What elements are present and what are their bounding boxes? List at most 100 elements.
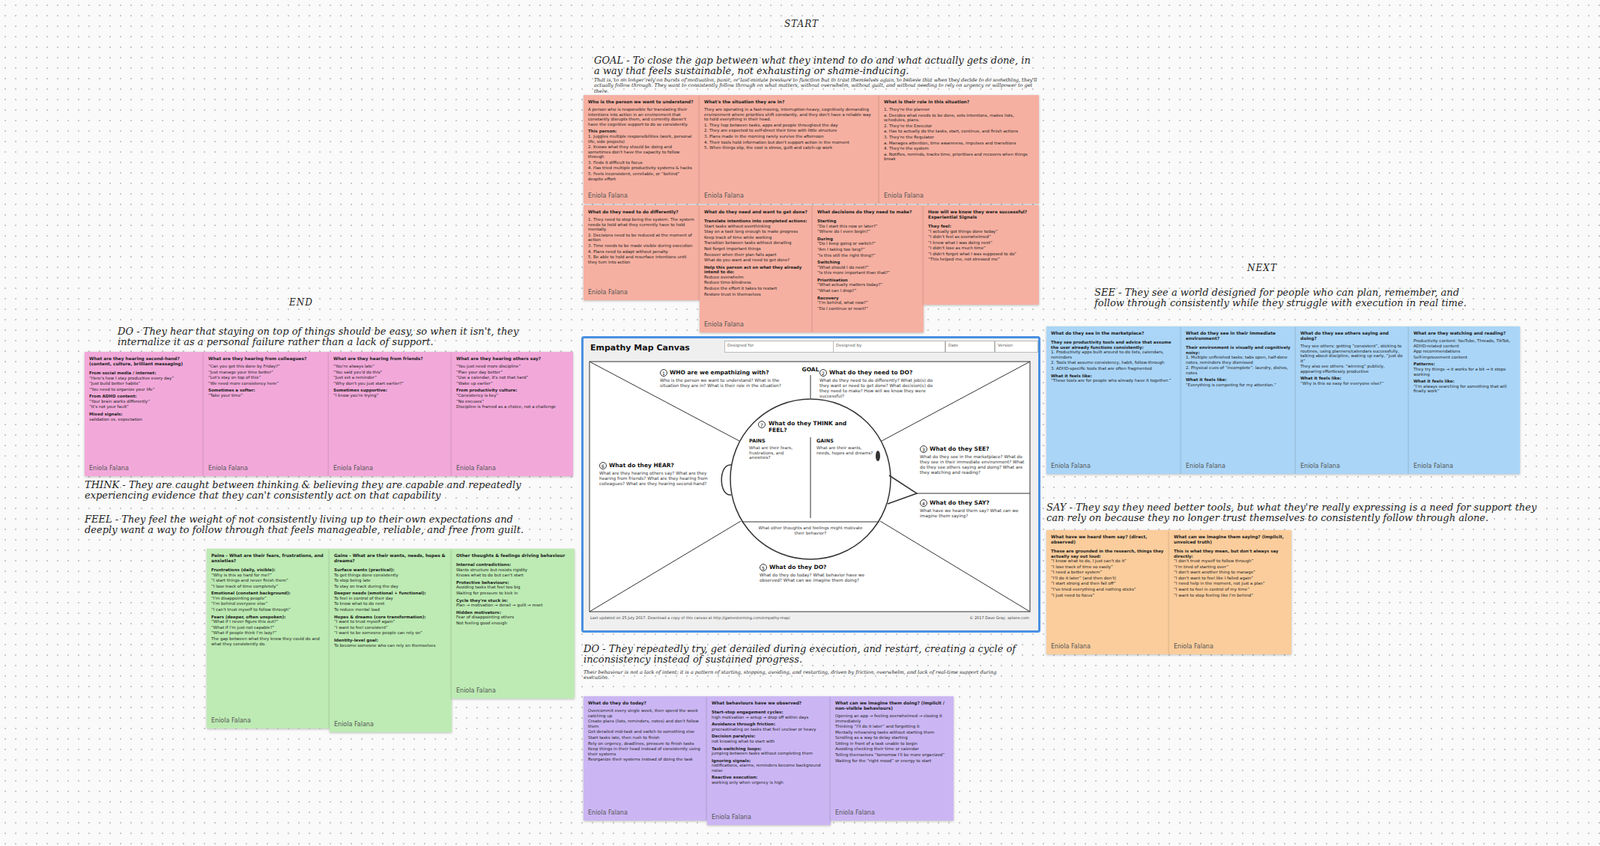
note-subheading: During — [817, 236, 920, 242]
stage-label: START — [771, 19, 832, 30]
note-subheading: From productivity culture: — [456, 388, 569, 394]
sticky-note: What do they need to do differently?1. T… — [583, 205, 700, 301]
note-line: “What actually matters today?” — [817, 282, 920, 288]
note-line: 4. Has tried multiple productivity syste… — [588, 165, 696, 171]
note-subheading: Task-switching loops: — [711, 746, 827, 753]
section-summary: SAY - They say they need better tools, b… — [1046, 502, 1541, 525]
note-line: a. Has to actually do the tasks, start, … — [883, 128, 1035, 135]
note-subheading: These are grounded in the research, thin… — [1050, 549, 1165, 559]
note-line: Waiting for the “right mood” or energy t… — [835, 758, 950, 765]
note-subheading: From ADHD content: — [89, 394, 200, 400]
note-subheading: Recovery — [817, 295, 920, 302]
note-author: Eniola Falana — [588, 285, 696, 297]
note-line: 2. Physical cues of “incomplete”: laundr… — [1185, 365, 1292, 376]
note-subheading: Deeper needs (emotional + functional): — [334, 591, 448, 597]
note-line: “Just manage your time better” — [208, 370, 325, 376]
section-text: What do they THINK and FEEL? — [768, 420, 859, 434]
section-question: Who is the person we want to understand?… — [659, 378, 792, 389]
note-line: a. Decides what needs to be done, sets i… — [883, 113, 1035, 123]
sticky-note: What decisions do they need to make?Star… — [812, 205, 924, 333]
note-line: Scrolling as a way to delay starting — [835, 735, 950, 741]
note-author: Eniola Falana — [1300, 459, 1405, 471]
note-line: “What if I'm just not capable?” — [211, 625, 326, 631]
note-line: “Is this more important than that?” — [817, 270, 920, 276]
note-line: 1. They hop between tasks, apps and peop… — [704, 122, 875, 129]
note-subheading: Start-stop engagement cycles: — [711, 710, 827, 716]
note-line: To feel in control of their day — [334, 596, 448, 602]
note-line: To become someone who can rely on themse… — [334, 643, 448, 649]
note-line: A person who is responsible for translat… — [588, 107, 696, 127]
note-line: Transition between tasks without deraili… — [704, 240, 809, 246]
note-line: procrastinating on tasks that feel uncle… — [711, 727, 827, 733]
note-line: “Use a calendar, it's not that hard” — [456, 375, 569, 381]
note-line: To get things done consistently — [334, 573, 448, 579]
note-line: “I need help in the moment, not just a p… — [1173, 581, 1287, 587]
note-line: “I didn't forget what I was supposed to … — [928, 251, 1035, 257]
sticky-note: What can we imagine them saying? (implic… — [1169, 530, 1292, 655]
sticky-note: What are they hearing from friends?“You'… — [328, 352, 452, 477]
note-line: Not forget important things — [704, 246, 809, 252]
note-line: “I want to be someone people can rely on… — [334, 630, 448, 636]
callout-number: 4 — [919, 499, 928, 508]
section-question: What do they need to do differently? Wha… — [819, 378, 944, 400]
section-question: What do they see in the marketplace? Wha… — [919, 454, 1025, 476]
note-heading: What have we heard them say? (direct, ob… — [1050, 534, 1165, 546]
note-line: jumping between tasks without completing… — [711, 751, 827, 757]
note-line: 3. They're the Regulator — [883, 134, 1035, 141]
note-line: validation vs. expectation — [89, 417, 200, 423]
section-heading: What do they SAY? — [929, 499, 990, 507]
section-summary: FEEL - They feel the weight of not consi… — [84, 514, 535, 537]
sticky-note: Other thoughts & feelings driving behavi… — [451, 549, 575, 699]
section-question: What do they do today? What behavior hav… — [759, 573, 880, 584]
note-line: “What if I never figure this out?” — [211, 619, 326, 625]
note-heading: What do they need to do differently? — [588, 209, 696, 215]
note-author: Eniola Falana — [1173, 639, 1287, 651]
note-line: 3. Finds it difficult to focus — [588, 160, 696, 166]
note-subheading: Reactive execution: — [711, 775, 827, 781]
section-summary: DO - They repeatedly try, get derailed d… — [583, 644, 1033, 666]
note-subheading: What it feels like: — [1185, 377, 1292, 383]
note-subheading: They feel: — [928, 223, 1035, 230]
section-heading-row: 2What do they need to DO? — [819, 369, 944, 377]
note-line: “I didn't lose as much time” — [928, 245, 1035, 251]
note-line: Sitting in front of a task unable to beg… — [835, 741, 950, 747]
note-line: Waiting for pressure to kick in — [456, 591, 571, 597]
note-author: Eniola Falana — [704, 317, 809, 329]
note-line: “I want to feel in control of my time” — [1173, 587, 1287, 593]
note-line: Reduce time-blindness — [704, 280, 809, 286]
sticky-note: What behaviours have we observed?Start-s… — [707, 696, 831, 826]
section-heading-row: 4What do they SAY? — [919, 499, 1025, 508]
note-subheading: Avoidance through friction: — [711, 722, 827, 728]
note-author: Eniola Falana — [588, 188, 696, 200]
sticky-note: What are they hearing from colleagues?“C… — [203, 352, 329, 477]
section-heading: What do they HEAR? — [608, 462, 675, 469]
note-subheading: Mixed signals: — [89, 411, 200, 418]
note-line: Telling themselves “tomorrow I'll be mor… — [835, 752, 950, 759]
note-line: 2. Decisions need to be reduced at the m… — [588, 232, 696, 243]
note-line: Overcommit every single week, then spend… — [588, 708, 703, 719]
note-line: “I don't want to feel like I failed agai… — [1173, 576, 1287, 582]
note-subheading: What it feels like: — [1300, 376, 1405, 382]
note-line: “Plan your day better” — [456, 370, 569, 376]
note-subheading: Decision paralysis: — [711, 734, 827, 740]
note-heading: What do they see in the marketplace? — [1050, 331, 1177, 337]
note-line: “I know you're trying” — [333, 393, 448, 399]
note-line: “Everything is competing for my attentio… — [1185, 382, 1292, 389]
section-text: What other thoughts and feelings might m… — [755, 525, 866, 536]
note-line: high motivation → setup → drop off withi… — [711, 715, 827, 721]
note-line: Create plans (lists, reminders, notes) a… — [588, 719, 703, 729]
note-line: 5. Be able to hold and resurface intenti… — [588, 254, 696, 265]
note-line: “It's not your fault” — [89, 404, 200, 410]
note-line: Keep track of time while working — [704, 235, 809, 241]
note-heading: What can we imagine them doing? (implici… — [835, 701, 950, 712]
note-line: “I didn't feel as overwhelmed” — [928, 234, 1035, 240]
canvas-field: Version — [994, 340, 1039, 353]
note-line: Mentally rehearsing tasks without starti… — [835, 730, 950, 736]
note-line: App recommendations — [1413, 349, 1516, 355]
note-line: “Your brain works differently” — [89, 399, 200, 405]
head-outline — [730, 399, 891, 560]
section-note: Their behaviour is not a lack of intent;… — [583, 670, 1003, 682]
note-line: “I need a better system” — [1050, 570, 1165, 576]
sticky-note: What's the situation they are in?They ar… — [699, 95, 880, 204]
note-heading: What are they watching and reading? — [1413, 331, 1516, 337]
